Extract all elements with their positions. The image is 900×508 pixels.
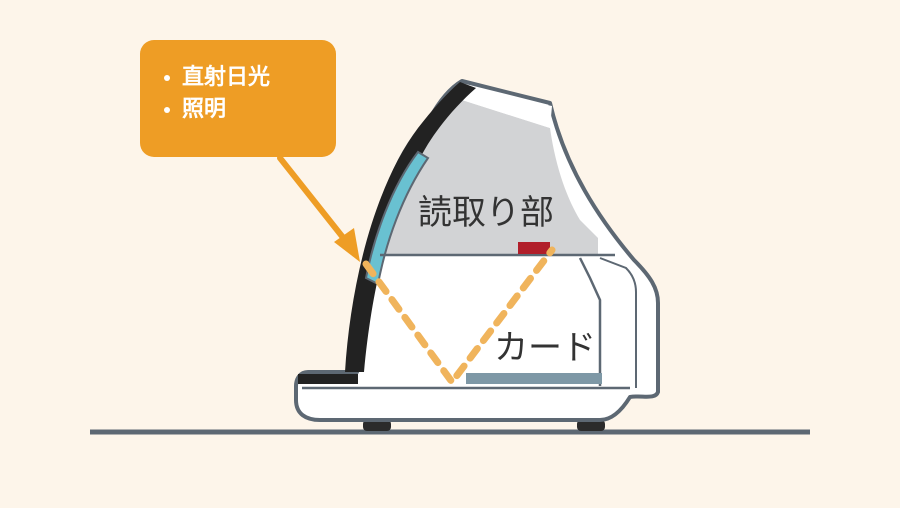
light-arrow-head	[334, 228, 360, 262]
side-panel	[578, 257, 602, 386]
reader-label: 読取り部	[418, 193, 554, 233]
callout-item: 直射日光	[164, 62, 336, 94]
reader-area	[380, 100, 598, 255]
bullet-icon	[164, 75, 170, 81]
callout-item: 照明	[164, 94, 336, 126]
glass-window	[364, 150, 430, 286]
device-foot-right	[577, 420, 605, 431]
side-panel-inner	[599, 257, 637, 388]
front-edge	[345, 82, 476, 372]
light-arrow-shaft	[277, 155, 348, 243]
card-shape	[466, 373, 602, 384]
reflection-path	[362, 246, 556, 386]
device-foot-left	[363, 420, 391, 431]
top-highlight	[462, 88, 552, 128]
callout-item-label: 照明	[182, 97, 227, 122]
card-label: カード	[494, 328, 596, 368]
indicator-light	[518, 242, 550, 254]
front-ledge	[298, 374, 358, 384]
bullet-icon	[164, 107, 170, 113]
callout-item-label: 直射日光	[182, 65, 271, 90]
light-source-callout: 直射日光 照明	[140, 40, 336, 157]
